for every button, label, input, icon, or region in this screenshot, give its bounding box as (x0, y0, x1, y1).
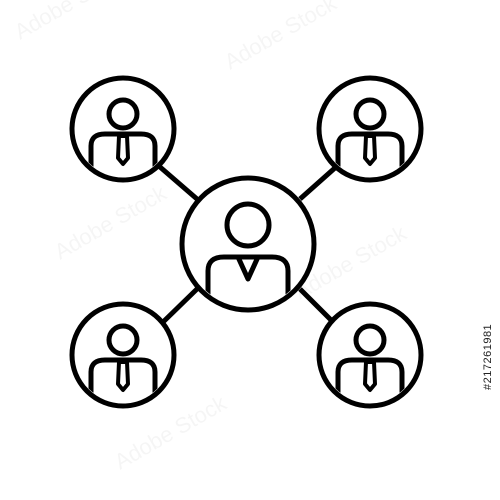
svg-text:Adobe Stock: Adobe Stock (220, 0, 341, 74)
svg-text:Adobe Stock: Adobe Stock (50, 180, 171, 265)
person-node-bottom-right (316, 301, 424, 409)
person-node-bottom-left (69, 301, 177, 409)
person-node-top-left (69, 75, 177, 183)
person-node-top-right (316, 75, 424, 183)
stock-image-id: #217261981 (482, 323, 494, 390)
connector-lines (158, 165, 338, 327)
svg-text:Adobe Stock: Adobe Stock (10, 0, 131, 44)
center-person-node (179, 175, 317, 313)
